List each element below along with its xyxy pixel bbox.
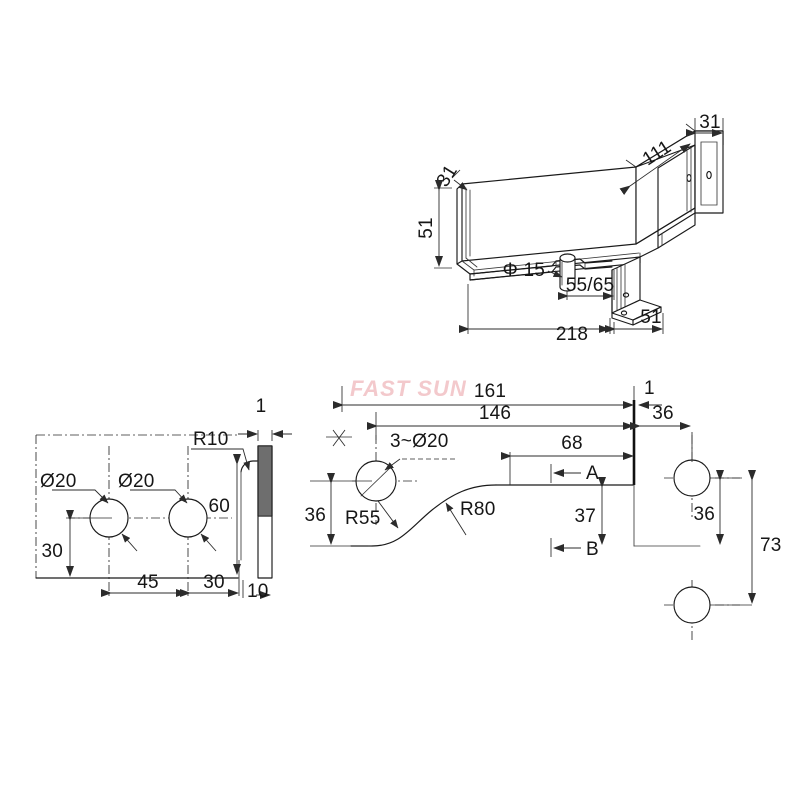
dim-mp-36-right-v: 36: [693, 470, 742, 545]
dim-lp-d20-b: Ø20: [118, 471, 188, 504]
lp-hole-2: [168, 498, 208, 538]
dim-lp-60: 60: [208, 454, 241, 575]
dim-mp-B: B: [550, 538, 599, 560]
dim-iso-5565: 55/65: [558, 270, 615, 300]
dim-lp-10: 10: [242, 580, 271, 602]
dim-mp-r55: R55: [345, 500, 399, 529]
mp-s-curve: [371, 484, 497, 547]
lp-hatch-lines: [258, 446, 272, 516]
dim-mp-68: 68: [501, 433, 634, 485]
dim-mp-36-right-h: 36: [630, 403, 693, 462]
dim-label-mp-36-right-v: 36: [693, 504, 715, 525]
dim-label-mp-r55: R55: [345, 508, 380, 529]
dim-mp-3d20: 3~Ø20: [384, 431, 455, 471]
dim-iso-phi15: Φ 15: [503, 260, 563, 281]
dim-iso-51-right: 51: [605, 307, 664, 334]
mp-cross-mark: [326, 429, 352, 447]
dim-label-iso-phi15: Φ 15: [503, 260, 545, 281]
isometric-3d-view: 31 51 Φ 15 55/65 218: [416, 112, 724, 345]
dim-label-mp-68: 68: [561, 433, 583, 454]
dim-label-mp-37: 37: [574, 506, 596, 527]
dim-label-lp-r10: R10: [193, 429, 228, 450]
dim-mp-146: 146: [367, 403, 634, 440]
dim-lp-30v: 30: [41, 510, 112, 577]
dim-label-mp-1: 1: [644, 378, 655, 399]
dim-label-lp-10: 10: [247, 581, 269, 602]
lp-hole2-pointer: [200, 533, 217, 552]
dim-iso-31-right: 31: [686, 112, 724, 137]
dim-label-mp-A: A: [586, 463, 599, 484]
mp-right-hole-2: [673, 586, 711, 624]
lp-hole1-pointer: [121, 533, 138, 552]
dim-mp-36-left: 36: [304, 473, 372, 547]
dim-mp-r80: R80: [445, 499, 495, 536]
dim-label-iso-5565: 55/65: [566, 275, 615, 296]
dim-label-iso-31-right: 31: [699, 112, 721, 133]
dim-label-mp-73: 73: [760, 535, 782, 556]
dim-label-iso-51-right: 51: [640, 307, 662, 328]
dim-label-iso-51-left: 51: [416, 217, 437, 239]
watermark-text: FAST SUN: [350, 376, 467, 401]
dim-mp-161: 161: [333, 381, 635, 412]
dim-label-lp-d20-a: Ø20: [40, 471, 77, 492]
dim-label-lp-45: 45: [137, 572, 159, 593]
iso-lower-right-leg: [611, 256, 662, 326]
main-profile-view: FAST SUN: [304, 376, 781, 640]
dim-lp-1: 1: [238, 396, 292, 441]
mp-hole-slash: [360, 465, 393, 497]
dim-mp-37: 37: [574, 477, 606, 545]
dim-label-iso-218: 218: [556, 324, 588, 345]
dim-label-lp-30v: 30: [41, 541, 63, 562]
dim-lp-45: 45: [101, 572, 187, 597]
dim-mp-73: 73: [712, 470, 782, 606]
dim-label-mp-36-left: 36: [304, 505, 326, 526]
dim-label-mp-B: B: [586, 539, 599, 560]
dim-lp-30h: 30: [180, 560, 240, 597]
dim-label-mp-36-right-h: 36: [652, 403, 674, 424]
dim-label-mp-146: 146: [479, 403, 511, 424]
dim-label-lp-60: 60: [208, 496, 230, 517]
dim-iso-218: 218: [459, 284, 611, 345]
dim-label-mp-r80: R80: [460, 499, 495, 520]
dim-lp-r10: R10: [191, 429, 251, 471]
dim-label-mp-3d20: 3~Ø20: [390, 431, 449, 452]
dim-label-mp-161: 161: [474, 381, 506, 402]
dim-label-lp-30h: 30: [203, 572, 225, 593]
mp-right-hole-1: [673, 459, 711, 497]
left-plan-section-view: Ø20 Ø20 R10 60 30 45: [35, 396, 292, 602]
dim-mp-A: A: [550, 463, 599, 484]
dim-label-lp-d20-b: Ø20: [118, 471, 155, 492]
dim-iso-51-left: 51: [416, 180, 452, 269]
dim-lp-d20-a: Ø20: [40, 471, 109, 504]
dim-label-lp-1: 1: [256, 396, 267, 417]
dim-mp-1: 1: [638, 378, 662, 409]
